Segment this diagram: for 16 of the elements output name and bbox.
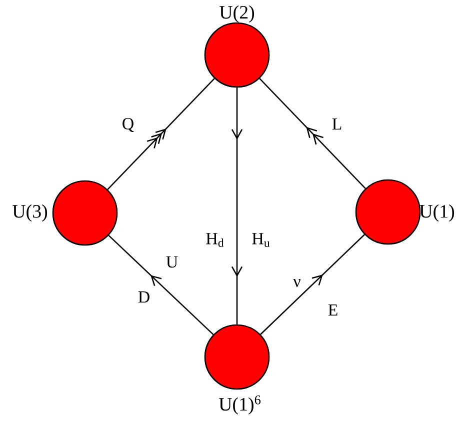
circle-node [204,324,270,390]
line-label: H$_{u}$ [252,233,270,247]
edge-label: L [332,118,342,130]
circle-node [355,179,421,245]
node-label: U(1)$^{6}$ [218,395,261,415]
edge-label: Q [122,118,134,132]
node-label: U(1) [420,204,454,222]
node-label: U(2) [220,5,254,23]
node-label: U(3) [12,204,48,222]
edge-label: U [166,256,178,268]
edge-label: ν [293,279,300,287]
circle-node [52,180,118,246]
line-label: E [328,304,338,316]
edge-label: H$_{d}$ [206,233,224,247]
line-label: D [138,291,150,303]
circle-node [204,22,270,88]
